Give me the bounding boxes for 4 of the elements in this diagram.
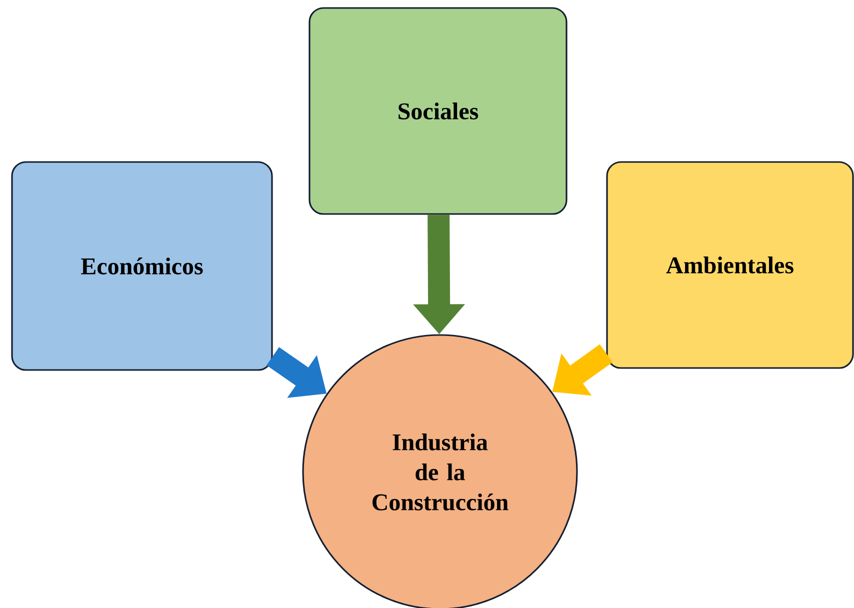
rounded-box: Económicos (11, 161, 273, 371)
circle-node: Industria de la Construcción (302, 334, 578, 608)
rounded-box: Sociales (308, 7, 568, 215)
rounded-box: Ambientales (606, 161, 854, 369)
